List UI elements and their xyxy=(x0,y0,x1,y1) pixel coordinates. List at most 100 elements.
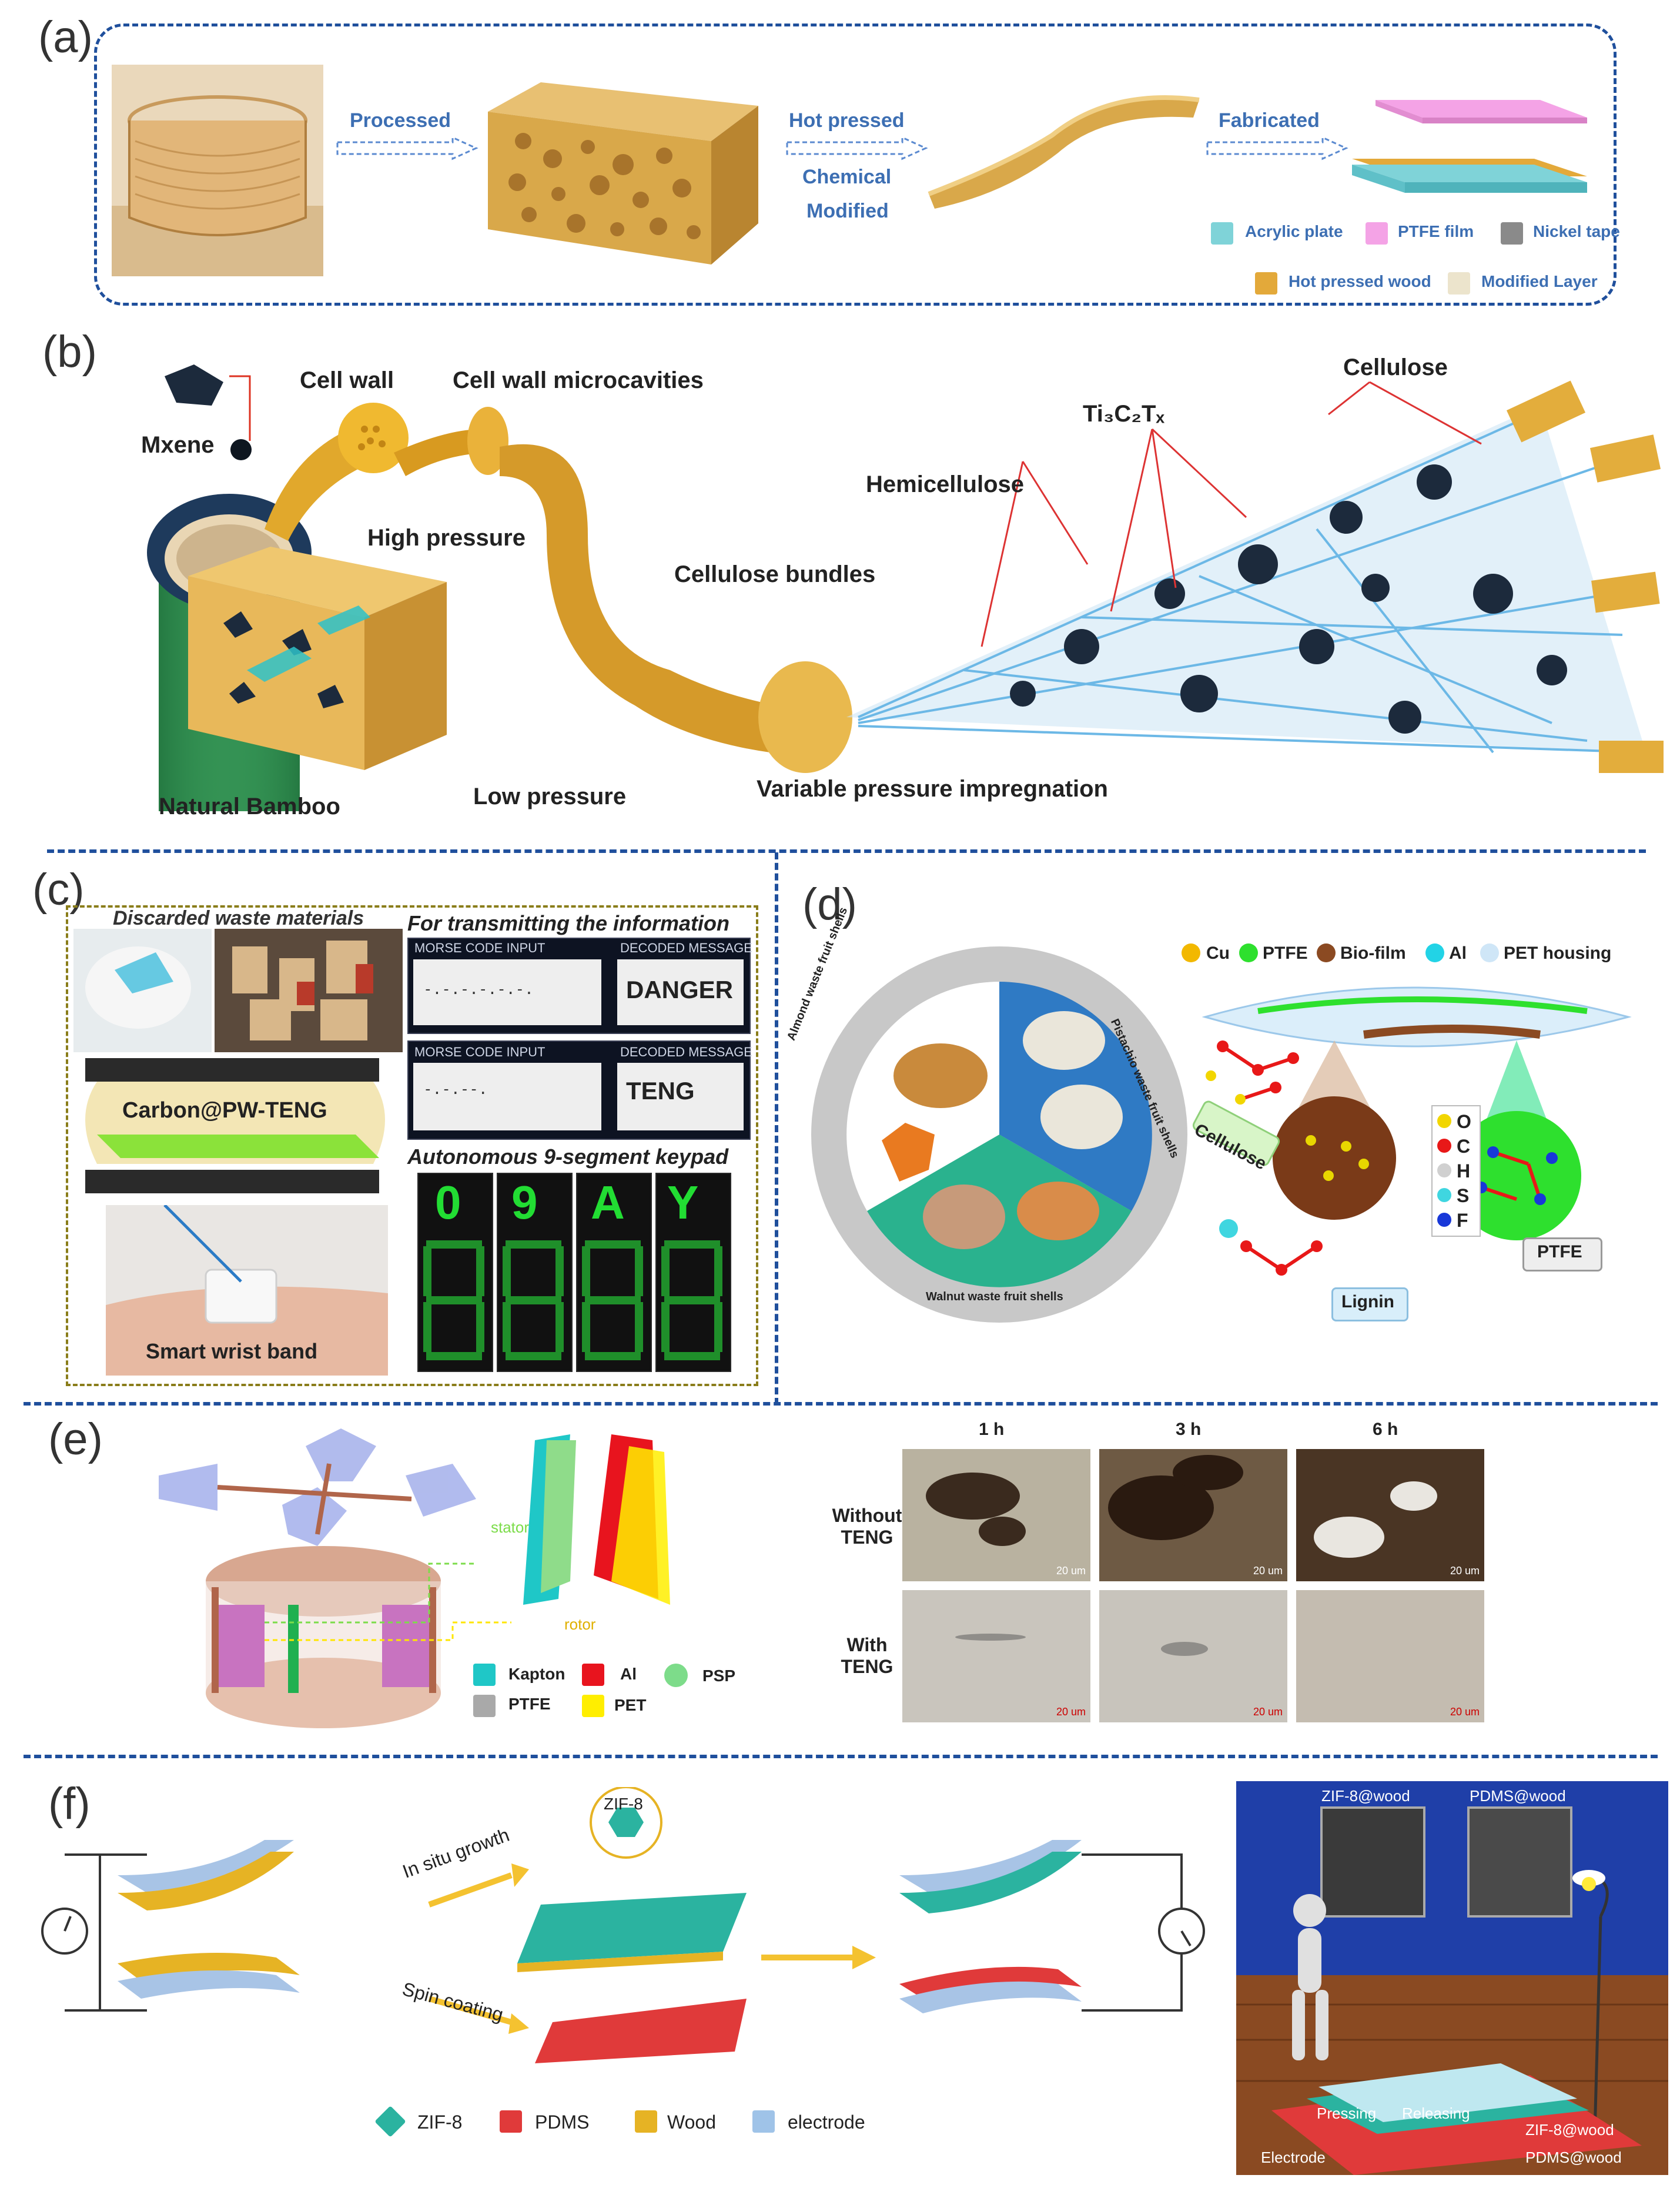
photo-pressing: Pressing xyxy=(1317,2104,1377,2122)
step-chemical: Chemical xyxy=(802,166,892,188)
arrow-icon xyxy=(336,136,478,160)
label-impregnation: Variable pressure impregnation xyxy=(757,776,1108,802)
label-mxene: Mxene xyxy=(141,432,215,458)
decoded-box-2 xyxy=(617,1063,744,1130)
decoded-title-1: DECODED MESSAGE xyxy=(620,941,752,955)
fruit-shells-wheel xyxy=(811,946,1187,1323)
micrograph-6h-without xyxy=(1296,1449,1484,1581)
label-ti3c2tx: Ti₃C₂Tₓ xyxy=(1083,401,1165,427)
legend-swatch xyxy=(1501,222,1523,245)
e-row-without: Without TENG xyxy=(832,1505,902,1548)
legend-label: PET housing xyxy=(1504,943,1612,963)
label-microcavities: Cell wall microcavities xyxy=(453,367,704,393)
micrograph-3h-with xyxy=(1099,1590,1287,1722)
legend-label: Kapton xyxy=(508,1665,565,1683)
legend-label: Modified Layer xyxy=(1481,272,1598,290)
teng-device-stack xyxy=(1352,100,1587,193)
legend-dot xyxy=(1182,943,1200,962)
seven-segment-display xyxy=(423,1240,722,1360)
scale-bar-label: 20 um xyxy=(1450,1706,1480,1718)
legend-label: Cu xyxy=(1206,943,1230,963)
legend-label: PSP xyxy=(702,1667,736,1685)
legend-dot xyxy=(1425,943,1444,962)
atom-label: S xyxy=(1457,1185,1470,1206)
morse-input-box-2 xyxy=(413,1063,601,1130)
e-time-1: 1 h xyxy=(979,1420,1005,1439)
photo-pdms-wood: PDMS@wood xyxy=(1470,1787,1566,1805)
legend-dot xyxy=(1239,943,1258,962)
step-hot-pressed: Hot pressed xyxy=(789,109,905,132)
scale-bar-label: 20 um xyxy=(1253,1565,1283,1577)
panel-f-label: (f) xyxy=(48,1779,91,1829)
legend-label: Acrylic plate xyxy=(1245,222,1343,240)
step-modified: Modified xyxy=(806,200,889,222)
step-processed: Processed xyxy=(350,109,451,132)
photo-zif-leg: ZIF-8@wood xyxy=(1525,2121,1614,2139)
legend-label: Al xyxy=(1449,943,1467,963)
legend-label: PTFE xyxy=(1263,943,1308,963)
legend-label: PET xyxy=(614,1696,647,1714)
legend-swatch xyxy=(1448,272,1470,295)
legend-label: Wood xyxy=(667,2112,717,2133)
legend-label: PTFE xyxy=(508,1695,551,1713)
decoded-msg-1: DANGER xyxy=(626,976,734,1003)
legend-label: Hot pressed wood xyxy=(1289,272,1431,290)
label-high-pressure: High pressure xyxy=(367,525,526,551)
decoded-msg-2: TENG xyxy=(626,1077,695,1105)
f-zif8-label: ZIF-8 xyxy=(604,1795,643,1813)
legend-swatch xyxy=(473,1664,496,1686)
scale-bar-label: 20 um xyxy=(1056,1706,1086,1718)
scale-bar-label: 20 um xyxy=(1056,1565,1086,1577)
panel-a-frame xyxy=(94,24,1617,306)
legend-swatch xyxy=(473,1695,496,1717)
legend-label: Al xyxy=(620,1665,637,1683)
separator-h3 xyxy=(24,1755,1658,1758)
photo-electrode: Electrode xyxy=(1261,2149,1326,2166)
legend-label: ZIF-8 xyxy=(417,2112,463,2133)
carbon-teng-device xyxy=(85,1058,385,1193)
waste-materials-photo xyxy=(73,929,403,1052)
biofilm-teng-molecules xyxy=(1202,986,1632,1276)
panel-e-label: (e) xyxy=(48,1414,103,1464)
legend-swatch xyxy=(1366,222,1388,245)
c-keypad-title: Autonomous 9-segment keypad xyxy=(407,1145,729,1169)
atom-label: C xyxy=(1457,1136,1471,1157)
key-char: A xyxy=(591,1176,625,1229)
bamboo-veneer-photo xyxy=(112,65,323,276)
decoded-title-2: DECODED MESSAGE xyxy=(620,1045,752,1059)
legend-label: Bio-film xyxy=(1340,943,1406,963)
micrograph-corrosion-spots xyxy=(926,1455,1437,1656)
key-char: Y xyxy=(667,1176,699,1229)
legend-swatch xyxy=(635,2110,657,2133)
atom-dot xyxy=(1437,1114,1451,1128)
label-cellulose: Cellulose xyxy=(1343,354,1448,380)
morse-input-title-2: MORSE CODE INPUT xyxy=(414,1045,546,1059)
walking-demo-scene xyxy=(1236,1781,1668,2175)
legend-swatch xyxy=(374,2106,406,2137)
scale-bar-label: 20 um xyxy=(1450,1565,1480,1577)
c-transmitting-title: For transmitting the information xyxy=(407,911,729,935)
legend-swatch xyxy=(582,1695,604,1717)
e-stator: stator xyxy=(491,1518,530,1536)
scale-bar-label: 20 um xyxy=(1253,1706,1283,1718)
legend-swatch xyxy=(1255,272,1277,295)
c-wrist-label: Smart wrist band xyxy=(146,1339,318,1363)
legend-dot xyxy=(1317,943,1336,962)
porous-wood-block xyxy=(488,82,758,265)
legend-dot xyxy=(664,1664,688,1687)
panel-c-frame xyxy=(66,905,758,1386)
label-low-pressure: Low pressure xyxy=(473,784,627,809)
arrow-icon xyxy=(1206,136,1348,160)
morse-code-1: -.-.-.-.-.-. xyxy=(423,981,534,998)
photo-releasing: Releasing xyxy=(1402,2104,1470,2122)
e-time-2: 3 h xyxy=(1176,1420,1202,1439)
legend-label: Nickel tape xyxy=(1533,222,1620,240)
atom-label: O xyxy=(1457,1111,1471,1132)
hot-pressed-film xyxy=(928,95,1200,209)
d-lignin-label: Lignin xyxy=(1341,1292,1394,1311)
atom-dot xyxy=(1437,1188,1451,1202)
d-ptfe-label: PTFE xyxy=(1537,1242,1582,1262)
legend-label: electrode xyxy=(788,2112,865,2133)
e-row-with: With TENG xyxy=(841,1634,893,1677)
decoded-box-1 xyxy=(617,959,744,1025)
